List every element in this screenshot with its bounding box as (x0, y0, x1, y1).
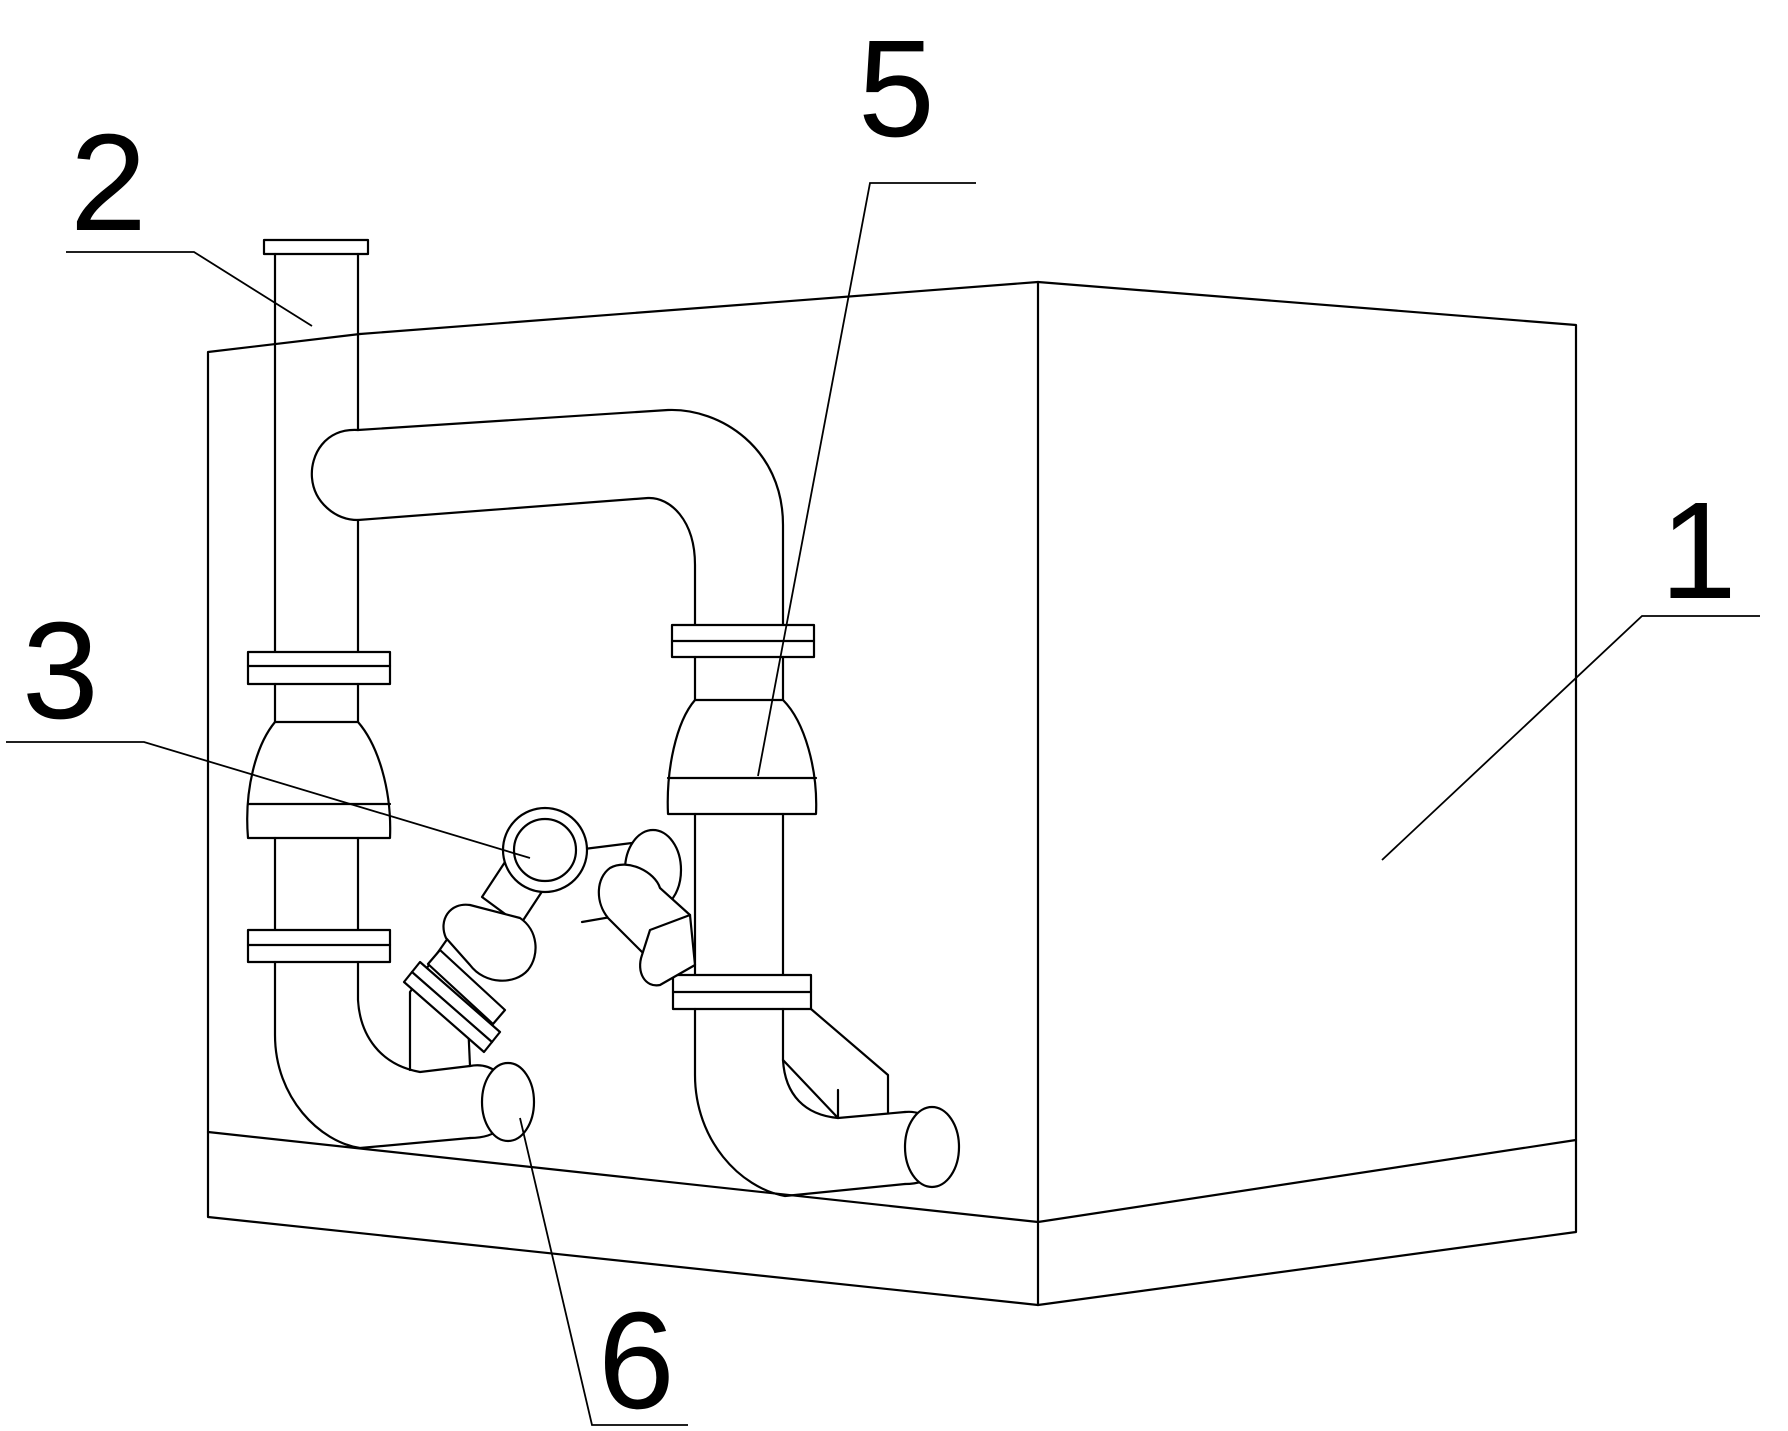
callout-2: 2 (70, 106, 147, 260)
left-riser-pipe (246, 238, 392, 964)
callout-1: 1 (1660, 474, 1737, 628)
tank-body (206, 280, 1578, 1307)
leader-1 (1381, 615, 1760, 861)
leader-3 (6, 741, 531, 859)
leader-2 (66, 251, 313, 327)
leader-5 (757, 182, 976, 777)
callout-3: 3 (22, 594, 99, 748)
top-crossover-pipe (310, 408, 785, 627)
central-manifold (402, 806, 697, 1054)
leader-lines (6, 182, 1760, 1426)
callout-labels: 1 2 3 5 6 (22, 12, 1737, 1431)
right-lower-elbow (693, 1007, 961, 1198)
right-riser-valve (666, 623, 818, 1011)
leader-6 (519, 1117, 688, 1426)
callout-6: 6 (598, 1284, 675, 1431)
callout-5: 5 (858, 12, 935, 166)
